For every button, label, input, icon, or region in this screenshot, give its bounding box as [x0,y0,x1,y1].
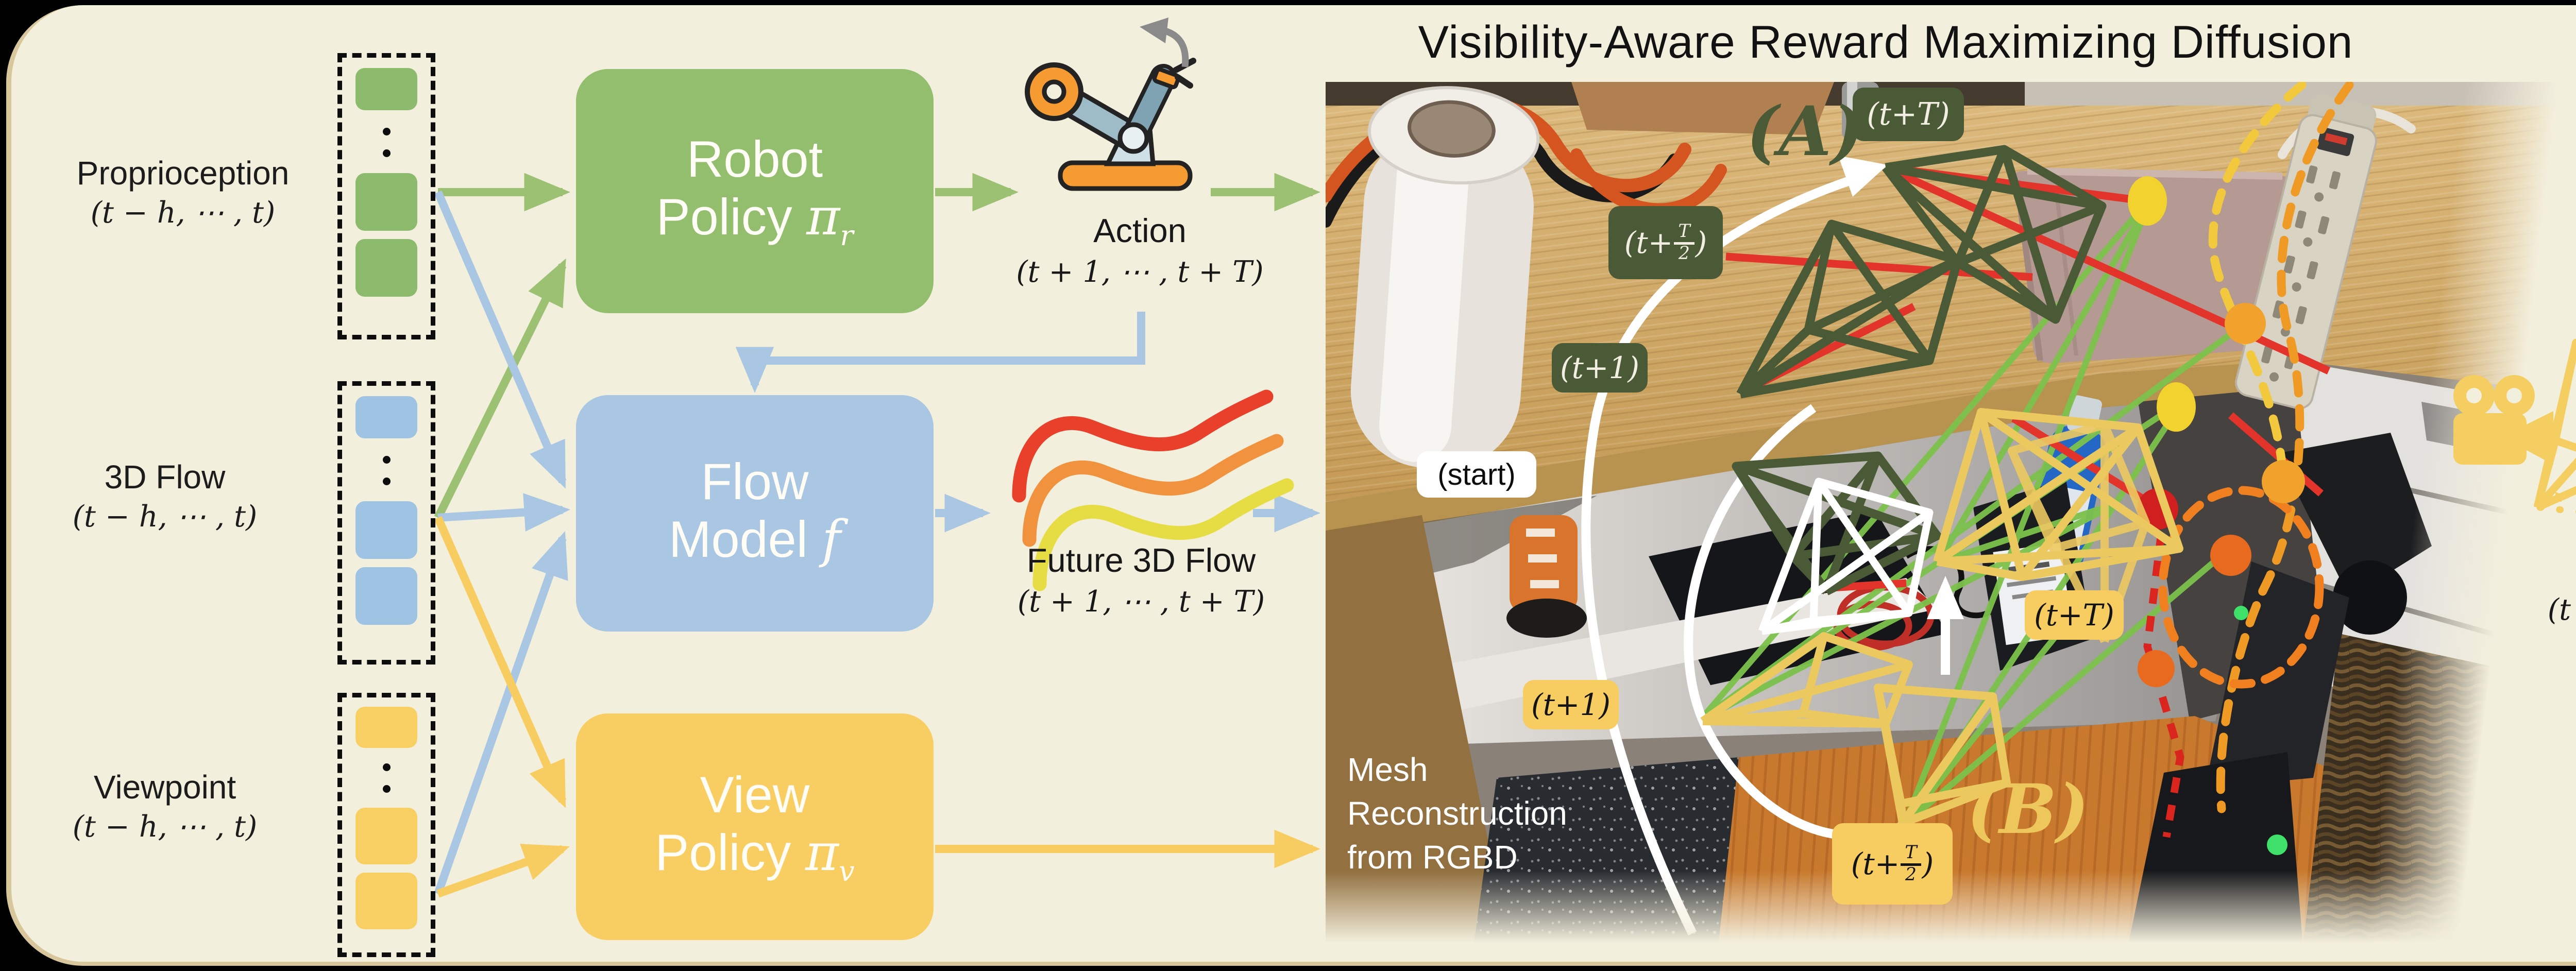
input-label-viewpoint: Viewpoint (t − h, ⋯ , t) [72,769,258,844]
view-policy-box: View Policy πv [576,713,934,940]
badge-yellow-t1: (t+1) [1523,680,1619,729]
figure-title: Visibility-Aware Reward Maximizing Diffu… [1418,16,2353,67]
photo-right-fade [2293,82,2555,947]
badge-green-t1: (t+1) [1552,343,1648,393]
future-viewpoint-caption: Future Viewpoint (t + 1, ⋯ , t + T) [2547,592,2576,627]
paper-towel-roll [1350,86,1540,469]
token-green [355,68,417,110]
ellipsis-dot [383,763,391,771]
orange-reel-object [1506,515,1587,638]
flow-waves-icon [1012,389,1294,591]
future-3d-flow-caption: Future 3D Flow (t + 1, ⋯ , t + T) [1017,541,1265,619]
input-label-3d-flow: 3D Flow (t − h, ⋯ , t) [72,458,258,534]
future-frustums [2533,338,2576,515]
action-caption: Action (t + 1, ⋯ , t + T) [1016,212,1264,289]
badge-yellow-tT: (t+T) [2025,590,2124,640]
ellipsis-dot [383,478,391,485]
token-yellow [355,873,417,929]
trajectory-A-arrowhead [1838,156,1888,197]
frustums-green [1732,145,2107,595]
label-A: (A) [1747,92,1864,172]
token-green [355,239,417,297]
token-green [355,173,417,231]
badge-green-tT: (t+T) [1853,88,1964,141]
input-label-proprioception: Proprioception (t − h, ⋯ , t) [76,155,290,230]
token-blue [355,501,417,559]
token-stack-proprioception [337,53,435,339]
ellipsis-dot [383,785,391,793]
token-blue [355,567,417,625]
frustum-white [1758,478,1934,635]
token-blue [355,396,417,438]
cardboard-box [1571,82,1834,135]
flow-model-box: Flow Model f [576,395,934,632]
ellipsis-dot [383,128,391,135]
badge-start: (start) [1417,451,1536,498]
robot-arm-icon [1025,18,1196,191]
token-yellow [355,808,417,864]
frustums-yellow [1700,408,2183,827]
mesh-reconstruction-caption: Mesh Reconstruction from RGBD [1347,751,1567,876]
label-B: (B) [1967,770,2089,849]
robot-policy-box: Robot Policy πr [576,69,934,313]
token-yellow [355,707,417,748]
token-stack-3d-flow [337,381,435,665]
rotation-arrow-icon [1140,18,1189,67]
red-dashed-line [2143,533,2184,838]
ellipsis-dot [383,456,391,464]
token-stack-viewpoint [337,693,435,957]
ellipsis-dot [383,149,391,157]
up-arrowhead [1927,576,1964,619]
connection-arrows [434,173,2569,898]
